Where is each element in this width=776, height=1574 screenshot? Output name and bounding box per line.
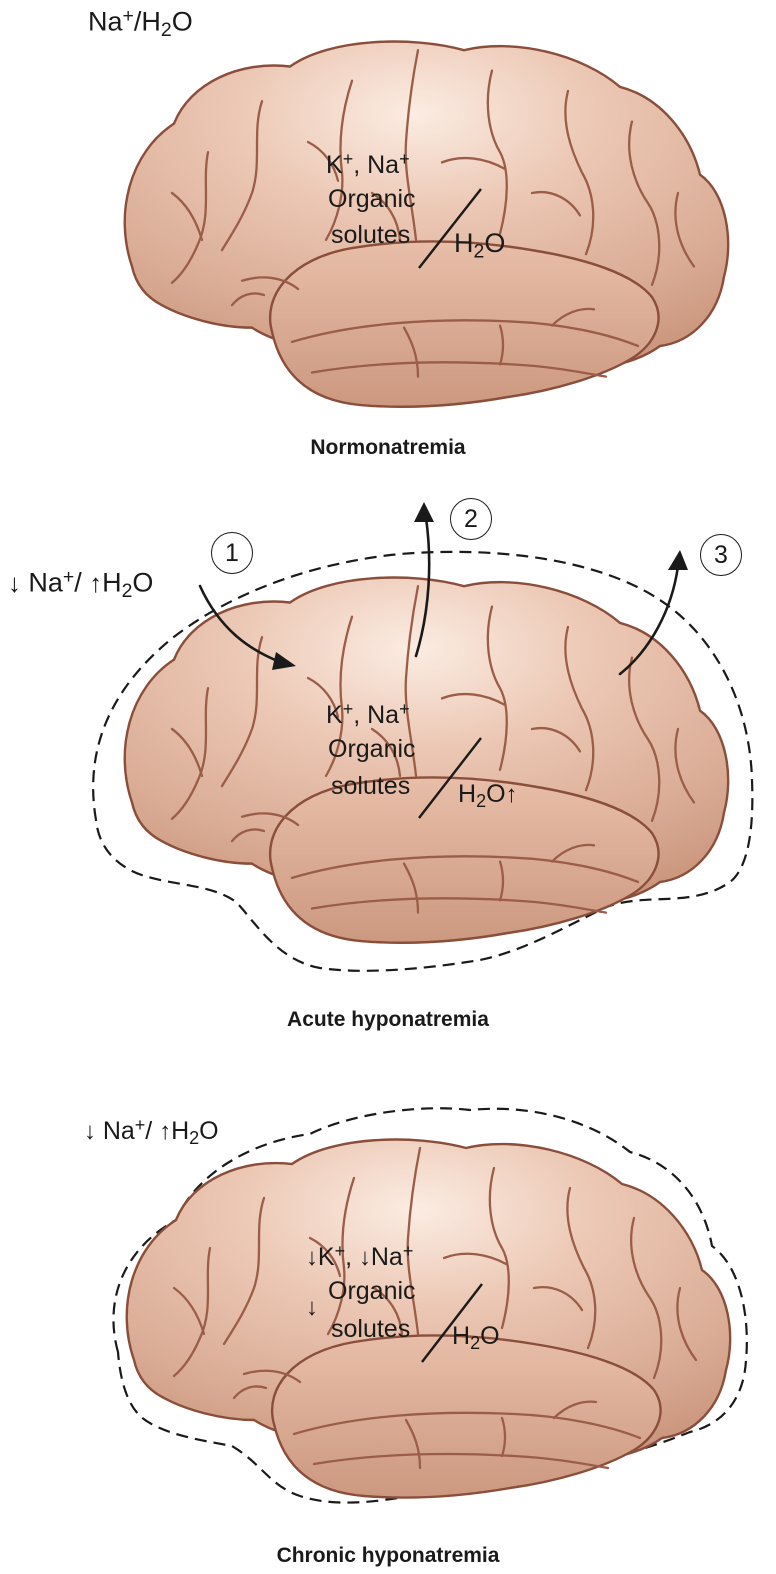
arrow-down-icon: ↓ (84, 1118, 96, 1146)
intracellular-low-k-na-label: ↓K+, ↓Na+ (306, 1241, 414, 1272)
step-1-marker: 1 (211, 532, 253, 574)
brain-illustration (92, 502, 754, 972)
curved-arrow-icon (198, 516, 680, 676)
caption-acute-hyponatremia: Acute hyponatremia (287, 1008, 489, 1031)
arrow-down-icon: ↓ (306, 1244, 318, 1272)
arrow-down-icon: ↓ (306, 1294, 318, 1321)
arrow-up-icon: ↑ (505, 781, 518, 808)
plasma-low-na-high-h2o-label: ↓ Na+/ ↑H2O (8, 566, 154, 603)
solutes-label: solutes (331, 1315, 411, 1343)
dashed-swelling-outline (92, 550, 754, 972)
panel-chronic-hyponatremia: ↓ Na+/ ↑H2O ↓K+, ↓Na+ Organic ↓ solutes … (0, 1090, 776, 1574)
intracellular-h2o-rising-label: H2O↑ (458, 780, 518, 812)
caption-chronic-hyponatremia: Chronic hyponatremia (276, 1544, 500, 1567)
ratio-slash (418, 188, 482, 269)
intracellular-k-na-label: K+, Na+ (326, 149, 410, 180)
step-3-marker: 3 (700, 534, 742, 576)
organic-decrease-arrow: ↓ (306, 1295, 318, 1320)
intracellular-k-na-label: K+, Na+ (326, 699, 410, 730)
organic-label: Organic (328, 185, 416, 213)
plasma-low-na-high-h2o-label: ↓ Na+/ ↑H2O (84, 1115, 219, 1149)
organic-label: Organic (328, 735, 416, 763)
arrow-down-icon: ↓ (358, 1244, 371, 1272)
intracellular-h2o-label: H2O (452, 1322, 500, 1354)
organic-label: Organic (328, 1277, 416, 1305)
arrow-up-icon: ↑ (89, 569, 103, 598)
step-2-marker: 2 (450, 498, 492, 540)
plasma-na-h2o-label: Na+/H2O (88, 5, 193, 42)
solutes-label: solutes (331, 772, 411, 800)
caption-normonatremia: Normonatremia (310, 436, 466, 459)
intracellular-h2o-label: H2O (454, 228, 506, 263)
solutes-label: solutes (331, 221, 411, 249)
arrow-up-icon: ↑ (159, 1118, 172, 1146)
panel-normonatremia: Na+/H2O K+, Na+ Organic solutes H2O Norm… (0, 0, 776, 470)
panel-acute-hyponatremia: ↓ Na+/ ↑H2O 1 2 3 K+, Na+ Organic solute… (0, 490, 776, 1050)
brain-illustration (112, 1107, 748, 1504)
arrow-down-icon: ↓ (8, 569, 21, 598)
